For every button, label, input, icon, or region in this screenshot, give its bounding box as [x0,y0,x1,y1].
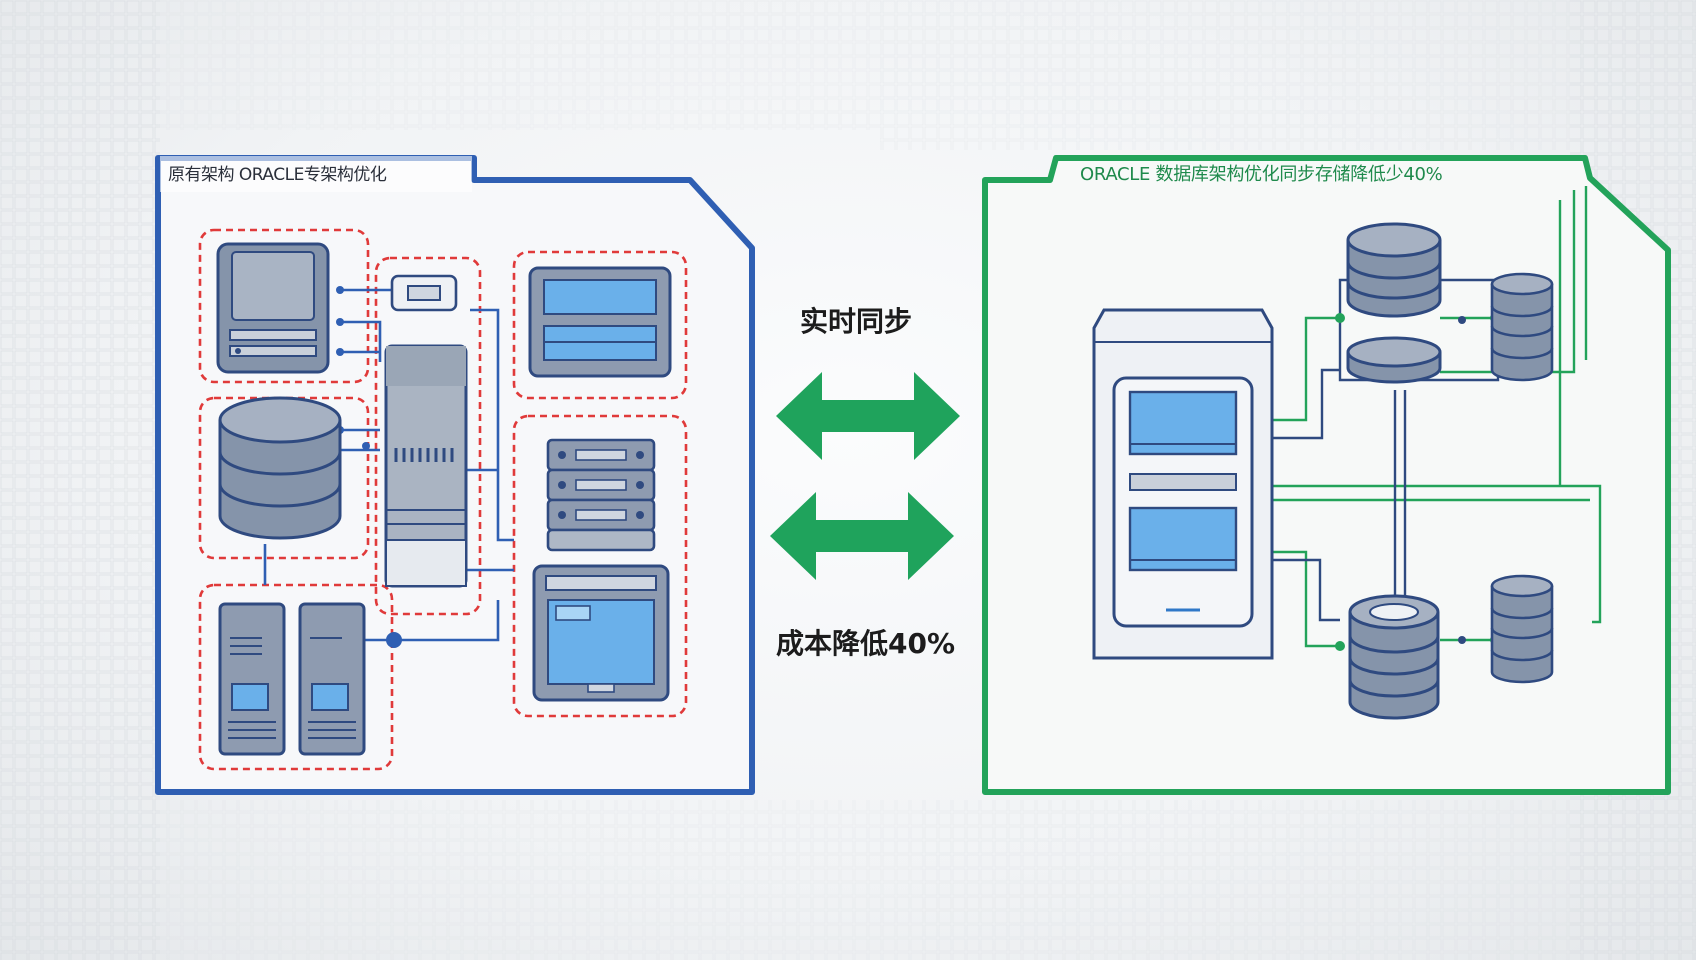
sync-arrow-top [776,372,960,460]
highlight-box-switch [512,414,688,718]
rack-server-icon [384,344,468,588]
left-panel-title: 原有架构 ORACLE专架构优化 [168,165,387,185]
cost-reduction-label: 成本降低40% [776,627,956,660]
right-panel [982,155,1671,795]
highlight-box-desktop [198,583,394,771]
replica-database-icon-top [1490,272,1554,382]
application-server-icon [1092,308,1274,660]
highlight-box-monitor [512,250,688,400]
right-connector-nodes-blue [1458,316,1466,644]
storage-unit-icon [532,564,670,702]
desktop-computer-icon [218,602,366,756]
server-icon [216,242,330,374]
database-icon [218,396,342,540]
highlight-box-module [374,256,482,616]
secondary-database-icon [1348,594,1440,720]
right-connectors [1272,186,1602,648]
primary-database-icon [1346,222,1442,384]
sync-label: 实时同步 [800,305,913,338]
highlight-box-server [198,228,370,384]
right-panel-title: ORACLE 数据库架构优化同步存储降低少40% [1080,164,1443,185]
switch-icon [546,438,656,552]
replica-database-icon-bottom [1490,574,1554,684]
sync-arrow-bottom [770,492,954,580]
monitor-icon [528,266,672,378]
hardware-module-icon [390,274,458,312]
highlight-box-database [198,396,370,560]
